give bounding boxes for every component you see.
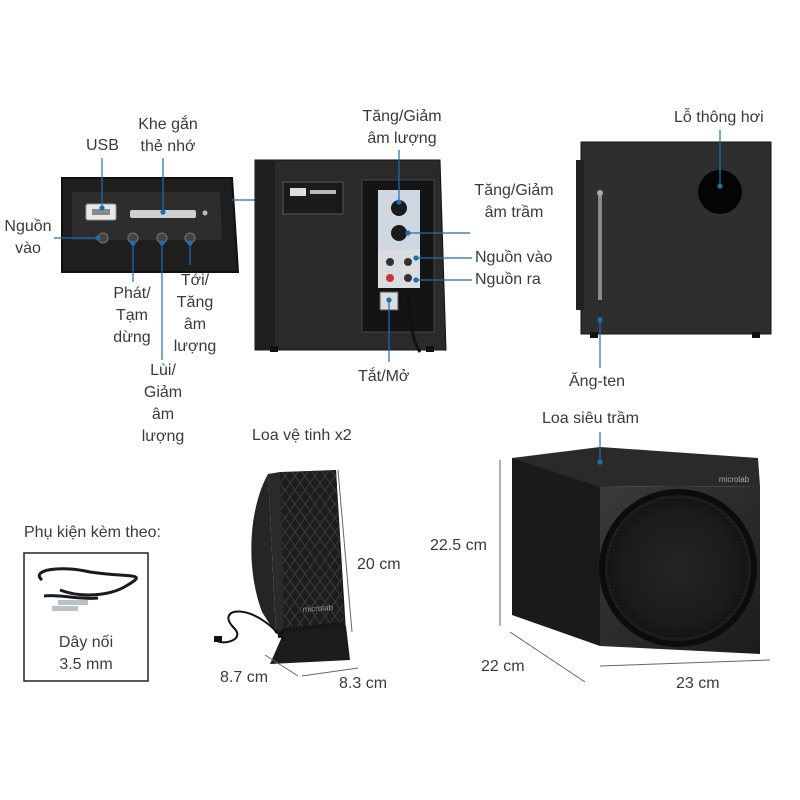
satellite-dimension-lines [264,469,359,677]
label-play-pause: Phát/ Tạm dừng [102,283,162,349]
label-prev-vol-down-line1: Lùi/ [150,362,176,379]
label-play-pause-line1: Phát/ [113,285,151,302]
label-prev-vol-down: Lùi/ Giảm âm lượng [132,360,194,448]
label-cable-line1: Dây nối [58,634,114,651]
dim-satellite-width: 8.3 cm [339,675,388,692]
dim-sub-width: 23 cm [676,675,720,692]
label-subwoofer: Loa siêu trầm [542,410,639,427]
label-volume-knob: Tăng/Giảm âm lượng [350,106,454,150]
label-volume-knob-line1: Tăng/Giảm [362,108,442,125]
sub-brand-text: microlab [719,475,750,484]
label-card-slot-line1: Khe gắn [138,116,198,133]
dim-satellite-height: 20 cm [357,556,401,573]
label-next-vol-up-line4: lượng [173,338,217,355]
callout-lines [54,130,723,465]
label-power-in-front-line2: vào [15,240,41,257]
label-prev-vol-down-line4: lượng [141,428,185,445]
label-prev-vol-down-line3: âm [151,406,175,423]
label-rear-power-in: Nguồn vào [475,249,553,266]
label-card-slot-line2: thẻ nhớ [140,138,196,155]
label-antenna: Ăng-ten [569,373,626,390]
label-next-vol-up-line2: Tăng [176,294,214,311]
vent-icon [698,170,742,214]
subwoofer-cube: microlab [512,447,760,654]
label-next-vol-up: Tới/ Tăng âm lượng [164,270,226,358]
label-bass-knob: Tăng/Giảm âm trầm [462,180,566,224]
volume-knob-icon [391,200,407,216]
label-cable: Dây nối 3.5 mm [36,632,136,676]
accessory-box [23,552,149,682]
label-cable-line2: 3.5 mm [59,656,113,673]
label-satellite: Loa vệ tinh x2 [252,427,352,444]
satellite-speaker: microlab [214,470,350,664]
label-play-pause-line3: dừng [113,329,151,346]
label-next-vol-up-line1: Tới/ [180,272,210,289]
label-power-in-front-line1: Nguồn [4,218,52,235]
label-volume-knob-line2: âm lượng [367,130,437,147]
bass-knob-icon [391,225,407,241]
label-accessories: Phụ kiện kèm theo: [24,524,161,541]
label-rear-power-out: Nguồn ra [475,271,541,288]
satellite-brand-text: microlab [302,603,333,614]
dim-sub-depth: 22 cm [481,658,525,675]
label-vent: Lỗ thông hơi [674,109,764,126]
label-power-in-front: Nguồn vào [0,216,56,260]
dim-satellite-depth: 8.7 cm [220,669,269,686]
label-next-vol-up-line3: âm [183,316,207,333]
label-play-pause-line2: Tạm [116,307,148,324]
label-bass-knob-line1: Tăng/Giảm [474,182,554,199]
label-prev-vol-down-line2: Giảm [143,384,183,401]
cable-plug-icon [58,600,88,605]
dim-sub-height: 22.5 cm [430,537,487,554]
sub-dimension-lines [499,460,771,683]
label-usb: USB [86,137,119,154]
subwoofer-side [576,141,772,338]
label-bass-knob-line2: âm trầm [484,204,544,221]
label-card-slot: Khe gắn thẻ nhớ [128,114,208,158]
label-power-switch: Tắt/Mở [358,368,410,385]
front-panel [61,177,240,273]
